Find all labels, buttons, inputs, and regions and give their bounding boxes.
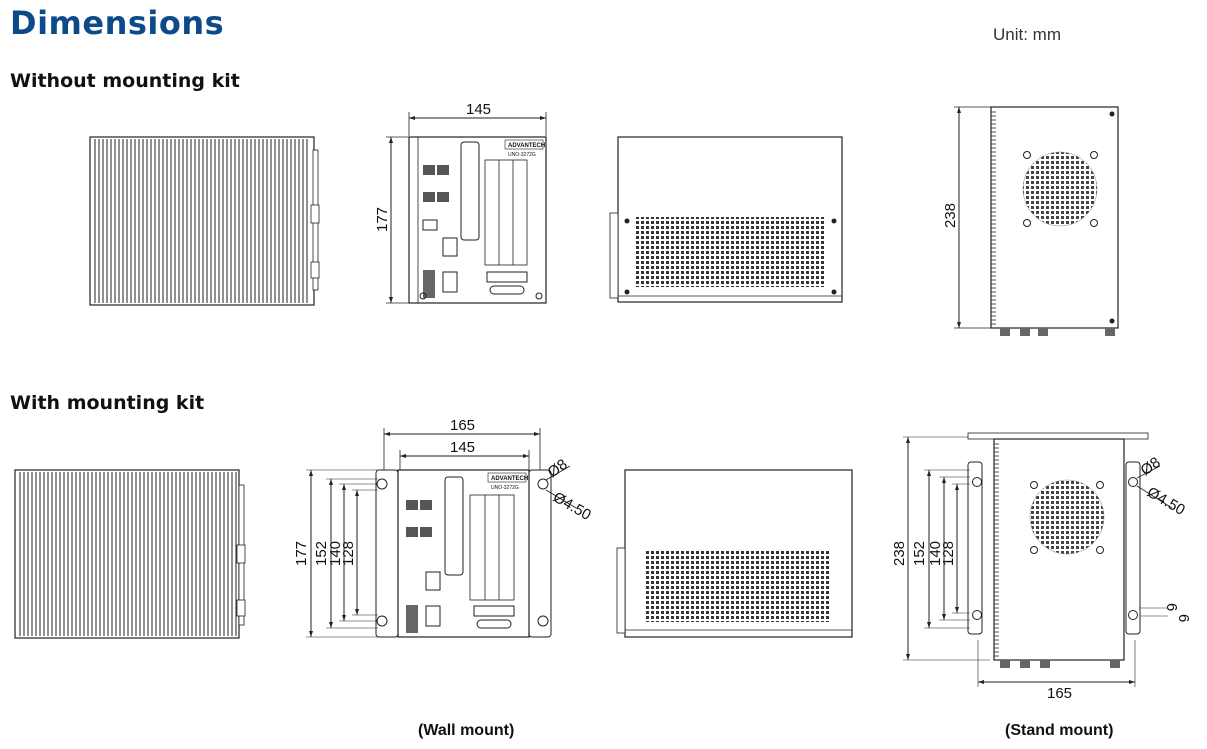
dim-stand-hole-d450: Ø4.50: [1144, 484, 1188, 519]
side-view-with-kit: [616, 469, 853, 638]
model-label-wall: UNO-3272G: [491, 485, 519, 491]
heatsink-view-top-with-kit: [14, 469, 246, 639]
dim-stand-height-152: 152: [911, 541, 928, 566]
model-label-front: UNO-3272G: [508, 152, 536, 158]
dim-wall-height-128: 128: [340, 541, 357, 566]
dim-stand-gap-a: 6: [1163, 603, 1180, 611]
dim-wall-hole-d450: Ø4.50: [550, 489, 594, 524]
side-view-without-kit: [609, 136, 843, 303]
dim-wall-outer-width-165: 165: [450, 417, 475, 434]
dim-stand-height-238: 238: [891, 541, 908, 566]
caption-wall-mount: (Wall mount): [418, 722, 515, 739]
unit-label: Unit: mm: [993, 25, 1061, 44]
section-without-mounting-kit: Without mounting kit: [10, 70, 240, 92]
dim-wall-inner-width-145: 145: [450, 439, 475, 456]
dim-wall-height-152: 152: [313, 541, 330, 566]
heatsink-view-top: [89, 136, 320, 306]
brand-label-front: ADVANTECH: [508, 143, 545, 149]
dim-front-width-145: 145: [466, 101, 491, 118]
brand-label-wall: ADVANTECH: [491, 476, 528, 482]
stand-mount-view: [903, 432, 1173, 687]
dim-wall-height-140: 140: [327, 541, 344, 566]
dim-stand-gap-b: 6: [1175, 614, 1192, 622]
wall-mount-front-view: [306, 428, 577, 638]
dim-stand-height-128: 128: [940, 541, 957, 566]
rear-view-without-kit: [954, 106, 1119, 336]
section-with-mounting-kit: With mounting kit: [10, 392, 205, 414]
caption-stand-mount: (Stand mount): [1005, 722, 1114, 739]
dim-side-depth-238: 238: [942, 203, 959, 228]
dim-stand-height-140: 140: [927, 541, 944, 566]
dim-front-height-177: 177: [374, 207, 391, 232]
dim-wall-height-177: 177: [293, 541, 310, 566]
page-title: Dimensions: [10, 4, 225, 42]
front-view-without-kit: [386, 112, 547, 304]
dim-stand-width-165: 165: [1047, 685, 1072, 702]
